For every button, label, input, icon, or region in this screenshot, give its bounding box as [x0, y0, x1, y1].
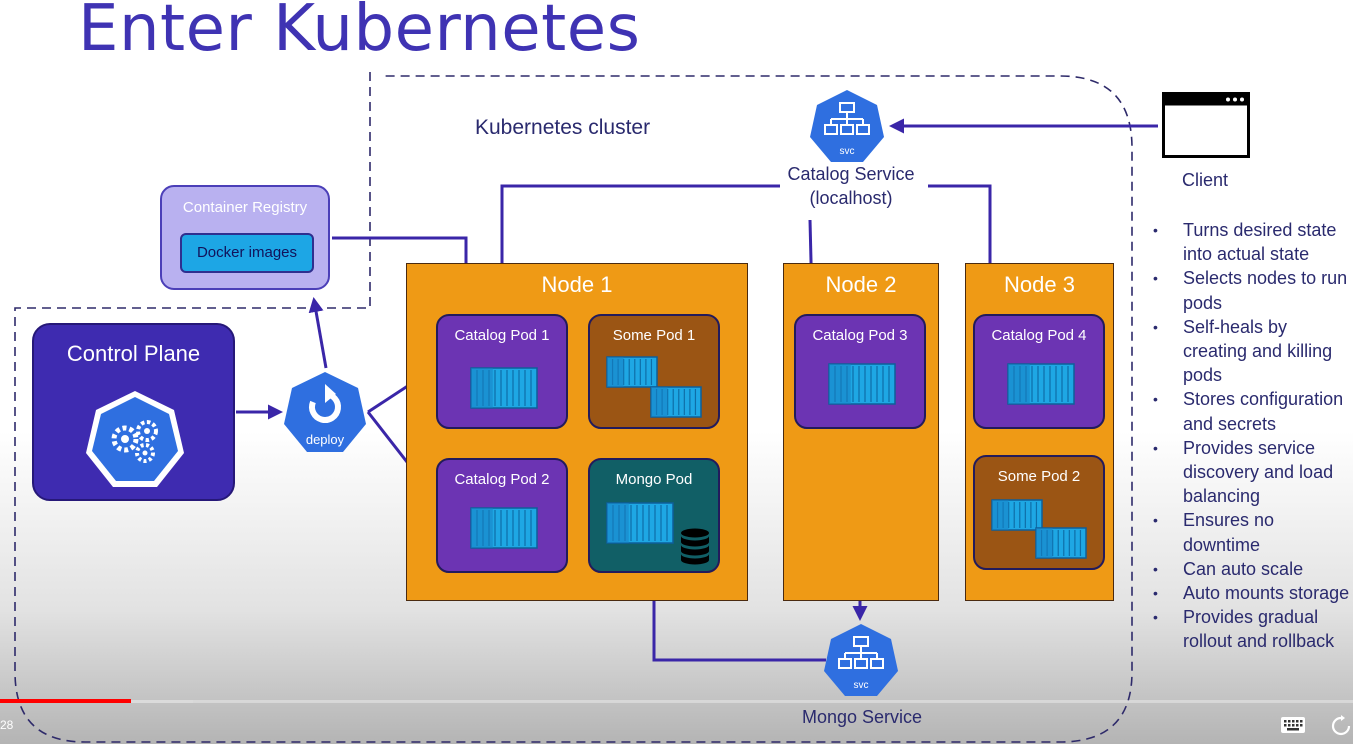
bullet-icon: • [1153, 585, 1158, 602]
feature-item: • Self-heals by creating and killing pods [1147, 315, 1353, 388]
feature-item: • Selects nodes to run pods [1147, 266, 1353, 314]
feature-text: Provides gradual rollout and rollback [1183, 607, 1335, 652]
registry-label: Container Registry [182, 199, 308, 216]
catalog-pod-3-label: Catalog Pod 3 [812, 327, 908, 344]
feature-item: • Provides gradual rollout and rollback [1147, 605, 1353, 653]
bullet-icon: • [1153, 439, 1158, 456]
container-icon [1007, 363, 1075, 405]
container-registry: Container Registry Docker images [160, 185, 330, 290]
mongo-service-label: Mongo Service [801, 707, 923, 727]
catalog-service-label: Catalog Service (localhost) [770, 162, 932, 210]
catalog-service-host: (localhost) [809, 188, 893, 208]
some-pod-2: Some Pod 2 [973, 455, 1105, 570]
node-2-label: Node 2 [825, 272, 897, 297]
catalog-service-name: Catalog Service [787, 164, 915, 184]
catalog-pod-1-label: Catalog Pod 1 [454, 327, 550, 344]
progress-bar[interactable] [0, 700, 1353, 703]
arrow-mongo-svc-to-mongo-pod [646, 575, 826, 662]
client-window-icon [1162, 92, 1250, 158]
catalog-pod-2: Catalog Pod 2 [436, 458, 568, 573]
bullet-icon: • [1153, 222, 1158, 238]
container-icon [606, 356, 658, 388]
node-1-label: Node 1 [541, 272, 613, 297]
feature-list: • Turns desired state into actual state •… [1147, 218, 1353, 654]
catalog-svc-badge: svc [840, 146, 855, 157]
container-icon [470, 367, 538, 409]
progress-played [0, 699, 132, 703]
replay-icon[interactable] [1330, 715, 1352, 737]
feature-text: Can auto scale [1183, 558, 1304, 579]
control-plane: Control Plane [32, 323, 235, 501]
time-display: 28 [0, 718, 14, 732]
feature-item: • Can auto scale [1147, 557, 1353, 581]
container-icon [828, 363, 896, 405]
catalog-pod-3: Catalog Pod 3 [794, 314, 926, 429]
feature-text: Selects nodes to run pods [1183, 268, 1348, 313]
node-3-label: Node 3 [1004, 272, 1075, 297]
feature-item: • Provides service discovery and load bal… [1147, 436, 1353, 509]
bullet-icon: • [1153, 270, 1158, 287]
some-pod-2-label: Some Pod 2 [997, 468, 1081, 485]
container-icon [1035, 527, 1087, 559]
catalog-pod-4: Catalog Pod 4 [973, 314, 1105, 429]
feature-text: Turns desired state into actual state [1183, 220, 1337, 265]
keyboard-icon[interactable] [1280, 716, 1306, 734]
some-pod-1: Some Pod 1 [588, 314, 720, 429]
bullet-icon: • [1153, 560, 1158, 577]
bullet-icon: • [1153, 512, 1158, 529]
bullet-icon: • [1153, 609, 1158, 626]
container-icon [470, 507, 538, 549]
feature-text: Ensures no downtime [1183, 510, 1275, 555]
cluster-label: Kubernetes cluster [475, 116, 651, 139]
container-icon [650, 386, 702, 418]
client-label: Client [1182, 170, 1229, 190]
catalog-pod-2-label: Catalog Pod 2 [454, 471, 550, 488]
container-icon [991, 499, 1043, 531]
feature-item: • Stores configuration and secrets [1147, 387, 1353, 435]
container-icon [606, 502, 674, 544]
feature-item: • Auto mounts storage [1147, 581, 1353, 605]
kubernetes-icon [86, 391, 184, 487]
feature-text: Auto mounts storage [1183, 583, 1350, 604]
cluster-boundary [14, 72, 1133, 743]
catalog-pod-4-label: Catalog Pod 4 [991, 327, 1087, 344]
deploy-icon: deploy [284, 370, 366, 454]
arrow-deploy-to-registry [308, 297, 328, 369]
bullet-icon: • [1153, 391, 1158, 408]
feature-text: Self-heals by creating and killing pods [1183, 316, 1333, 386]
mongo-pod-label: Mongo Pod [615, 471, 693, 488]
database-icon [681, 528, 709, 565]
feature-text: Provides service discovery and load bala… [1183, 437, 1334, 507]
mongo-pod: Mongo Pod [588, 458, 720, 573]
bullet-icon: • [1153, 318, 1158, 335]
some-pod-1-label: Some Pod 1 [612, 327, 696, 344]
slide-title: Enter Kubernetes [78, 0, 641, 66]
feature-item: • Ensures no downtime [1147, 508, 1353, 556]
feature-item: • Turns desired state into actual state [1147, 218, 1353, 266]
mongo-service-icon: svc [824, 622, 898, 698]
mongo-svc-badge: svc [854, 680, 869, 691]
docker-images-box: Docker images [180, 233, 314, 273]
feature-text: Stores configuration and secrets [1183, 389, 1344, 434]
deploy-label: deploy [306, 432, 345, 447]
catalog-pod-1: Catalog Pod 1 [436, 314, 568, 429]
catalog-service-icon: svc [810, 88, 884, 164]
control-plane-label: Control Plane [66, 341, 201, 366]
